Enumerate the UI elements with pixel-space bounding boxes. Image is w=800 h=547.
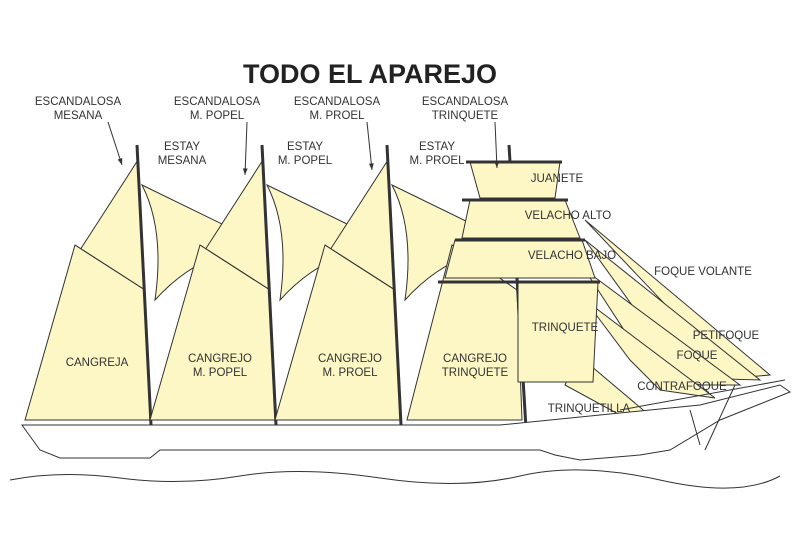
label-contrafoque: CONTRAFOQUE	[637, 381, 727, 393]
label-foque-volante: FOQUE VOLANTE	[654, 266, 752, 278]
label-foque: FOQUE	[677, 350, 718, 362]
label-estay-popel: ESTAY	[287, 141, 323, 153]
arrow-head-icon	[368, 163, 374, 170]
label-estay-mesana: ESTAY	[164, 141, 200, 153]
fore-square-sails	[438, 160, 600, 383]
arrow-escandalosa-trinquete	[494, 121, 498, 169]
label-cangrejo-proel: M. PROEL	[323, 367, 379, 379]
label-estay-mesana: MESANA	[158, 155, 207, 167]
label-cangrejo-trinquete: CANGREJO	[443, 353, 507, 365]
arrow-head-icon	[117, 158, 123, 165]
label-cangrejo-trinquete: TRINQUETE	[442, 367, 509, 379]
label-juanete: JUANETE	[531, 173, 584, 185]
label-escandalosa-trinquete: TRINQUETE	[432, 110, 499, 122]
label-escandalosa-mesana: MESANA	[54, 110, 103, 122]
label-escandalosa-popel: ESCANDALOSA	[174, 96, 261, 108]
arrow-escandalosa-mesana	[107, 121, 123, 166]
label-estay-proel: ESTAY	[419, 141, 455, 153]
hull	[9, 379, 792, 489]
label-trinquetilla: TRINQUETILLA	[548, 403, 631, 415]
label-estay-proel: M. PROEL	[410, 155, 466, 167]
label-cangrejo-proel: CANGREJO	[318, 353, 382, 365]
mast-proel	[385, 144, 404, 446]
arrow-escandalosa-proel	[366, 121, 373, 171]
label-escandalosa-trinquete: ESCANDALOSA	[422, 96, 509, 108]
label-cangrejo-popel: M. POPEL	[193, 367, 248, 379]
label-estay-popel: M. POPEL	[278, 155, 333, 167]
label-cangreja: CANGREJA	[66, 357, 129, 369]
label-cangrejo-popel: CANGREJO	[188, 353, 252, 365]
mast-popel	[260, 144, 279, 446]
head-sails	[564, 219, 772, 421]
label-trinquete: TRINQUETE	[532, 322, 599, 334]
label-escandalosa-mesana: ESCANDALOSA	[35, 96, 122, 108]
arrow-head-icon	[242, 168, 248, 175]
label-petifoque: PETIFOQUE	[693, 330, 760, 342]
label-velacho-bajo: VELACHO BAJO	[528, 250, 616, 262]
arrow-head-icon	[494, 161, 500, 168]
label-escandalosa-popel: M. POPEL	[190, 110, 245, 122]
arrow-escandalosa-popel	[244, 121, 248, 176]
label-velacho-alto: VELACHO ALTO	[525, 210, 612, 222]
label-escandalosa-proel: M. PROEL	[310, 110, 366, 122]
diagram-title: TODO EL APAREJO	[243, 59, 497, 89]
mast-mesana	[135, 144, 154, 446]
sail-contrafoque	[584, 299, 716, 399]
label-escandalosa-proel: ESCANDALOSA	[294, 96, 381, 108]
